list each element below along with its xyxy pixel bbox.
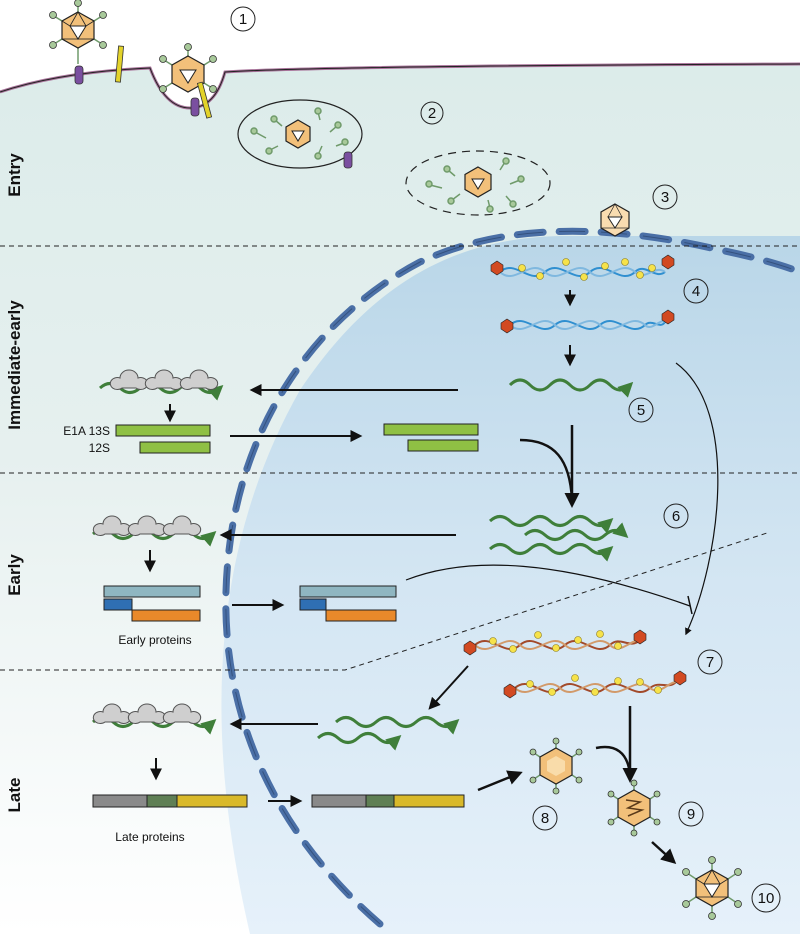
step-number-2: 2 (428, 105, 436, 122)
step-marker-6: 6 (663, 503, 689, 529)
step-marker-10: 10 (751, 883, 781, 913)
phase-label-early: Early (5, 554, 24, 596)
e1a-13s-protein-bar (115, 424, 211, 437)
virion-icon (159, 43, 217, 93)
ribosome-icon (91, 703, 217, 735)
e1a-12s-label: 12S (89, 441, 110, 455)
ribosome-icon (91, 515, 217, 547)
late-proteins-nuclear (311, 794, 465, 808)
svg-text:9: 9 (687, 806, 695, 823)
step-marker-4: 4 (683, 278, 709, 304)
arrow-icon (477, 770, 523, 792)
e1a-12s-nuclear (407, 439, 479, 452)
receptor-icon (115, 45, 124, 83)
phase-label-entry: Entry (5, 153, 24, 197)
phase-label-immediate-early: Immediate-early (5, 300, 24, 430)
regulation-curve (405, 564, 691, 607)
late-proteins-label: Late proteins (115, 830, 184, 844)
dna-helix-icon (463, 629, 647, 656)
svg-text:10: 10 (758, 890, 775, 907)
e1a-13s-nuclear (383, 423, 479, 436)
dna-helix-icon (500, 309, 675, 334)
nucleus (221, 236, 800, 934)
early-proteins-label: Early proteins (118, 633, 191, 647)
mrna-icon (316, 716, 460, 751)
step-marker-3: 3 (652, 184, 678, 210)
svg-text:5: 5 (637, 402, 645, 419)
arrow-icon (428, 665, 469, 710)
arrow-icon (651, 841, 677, 865)
svg-text:7: 7 (706, 654, 714, 671)
endosome (237, 99, 363, 169)
ribosome-icon (98, 369, 224, 401)
svg-text:3: 3 (661, 189, 669, 206)
early-proteins-group (103, 585, 201, 622)
ruptured-endosome (405, 150, 551, 216)
svg-text:1: 1 (239, 11, 247, 28)
divider-early (0, 531, 771, 671)
dna-helix-icon (490, 254, 675, 281)
empty-capsid-icon (529, 737, 583, 795)
e1a-13s-label: E1A 13S (63, 424, 110, 438)
released-fibers (250, 107, 349, 160)
svg-text:6: 6 (672, 508, 680, 525)
dna-helix-icon (503, 670, 687, 699)
mrna-icon (488, 515, 629, 562)
step-marker-5: 5 (628, 397, 654, 423)
late-proteins-group (92, 794, 248, 808)
step-marker-7: 7 (697, 649, 723, 675)
virion-icon (285, 119, 311, 149)
released-fibers (425, 157, 525, 213)
packaged-virion-icon (607, 779, 661, 837)
step-marker-9: 9 (678, 801, 704, 827)
receptor-icon (343, 151, 353, 169)
replication-arc (675, 362, 719, 636)
step-circle-2 (420, 101, 444, 125)
mature-virion-icon (682, 856, 742, 920)
svg-text:8: 8 (541, 810, 549, 827)
virion-icon (464, 166, 492, 198)
e1a-12s-protein-bar (139, 441, 211, 454)
receptor-icon (74, 65, 84, 85)
receptor-icon (196, 81, 213, 119)
mrna-icon (508, 378, 634, 398)
svg-text:4: 4 (692, 283, 700, 300)
inhibition-bar (687, 595, 693, 615)
step-marker-8: 8 (532, 805, 558, 831)
early-proteins-nuclear (299, 585, 397, 622)
step-marker-1: 1 (230, 6, 256, 32)
receptor-icon (190, 97, 200, 117)
virion-icon (600, 203, 630, 237)
phase-label-late: Late (5, 778, 24, 813)
virion-icon (49, 0, 107, 64)
